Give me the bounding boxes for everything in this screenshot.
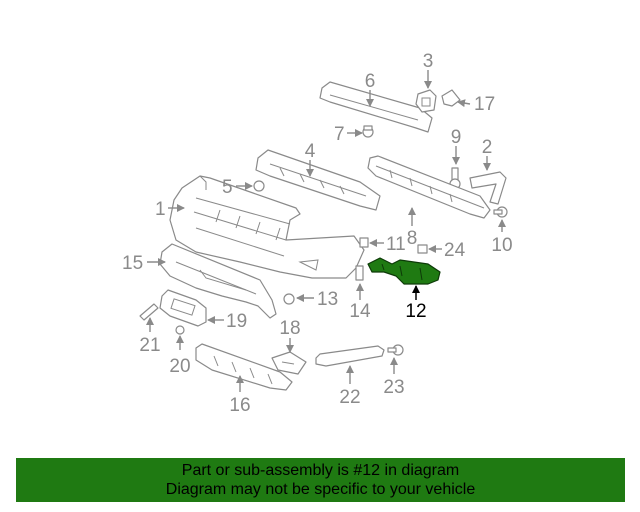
part-11-clip [359,237,369,248]
callout-19: 19 [226,311,247,332]
part-5-bolt [253,180,265,192]
banner-line-1: Part or sub-assembly is #12 in diagram [181,462,460,479]
callout-1: 1 [155,199,166,220]
callout-11: 11 [386,234,406,255]
callout-3: 3 [423,51,434,72]
callout-24: 24 [444,240,466,261]
callout-4: 4 [305,141,316,162]
part-4-upper-bracket [255,149,381,211]
part-24-clip [417,244,428,254]
callout-9: 9 [451,127,462,148]
part-17-clip [441,89,461,107]
banner-line-2: Diagram may not be specific to your vehi… [165,481,476,498]
callout-8: 8 [407,228,418,249]
callout-21: 21 [139,335,160,356]
part-21-screw [139,303,159,321]
callout-13: 13 [317,289,338,310]
part-2-bracket [469,171,507,205]
part-18-bezel [271,351,307,375]
part-10-bolt [493,206,508,218]
part-16-lower-grille [195,343,293,391]
callout-14: 14 [349,301,371,322]
part-22-molding [315,345,385,367]
callout-5: 5 [222,177,233,198]
part-8-reinforcement [367,155,491,219]
callout-10: 10 [491,235,512,256]
callout-2: 2 [482,137,493,158]
parts-diagram: 3 6 17 7 9 2 4 5 1 8 10 11 24 15 12 14 1… [122,51,513,416]
callout-18: 18 [279,318,300,339]
part-12-highlighted-bracket [367,257,441,285]
callout-16: 16 [229,395,250,416]
part-15-valance [159,243,277,319]
part-14-clip [355,265,364,281]
part-19-plate-bracket [159,289,207,327]
callout-17: 17 [474,94,495,115]
callout-labels: 3 6 17 7 9 2 4 5 1 8 10 11 24 15 12 14 1… [122,51,513,416]
callout-22: 22 [339,387,360,408]
callout-12: 12 [405,301,426,322]
info-banner: Part or sub-assembly is #12 in diagram D… [16,458,625,502]
callout-6: 6 [365,71,376,92]
part-7-bolt [362,125,374,138]
part-6-absorber [319,81,433,133]
part-3-bracket [415,89,437,113]
part-20-push-pin [175,325,185,335]
callout-7: 7 [334,124,345,145]
callout-20: 20 [169,356,190,377]
callout-15: 15 [122,253,143,274]
part-23-bolt [387,344,404,356]
callout-23: 23 [383,377,404,398]
leader-lines [146,70,506,392]
part-13-bolt [283,293,295,305]
